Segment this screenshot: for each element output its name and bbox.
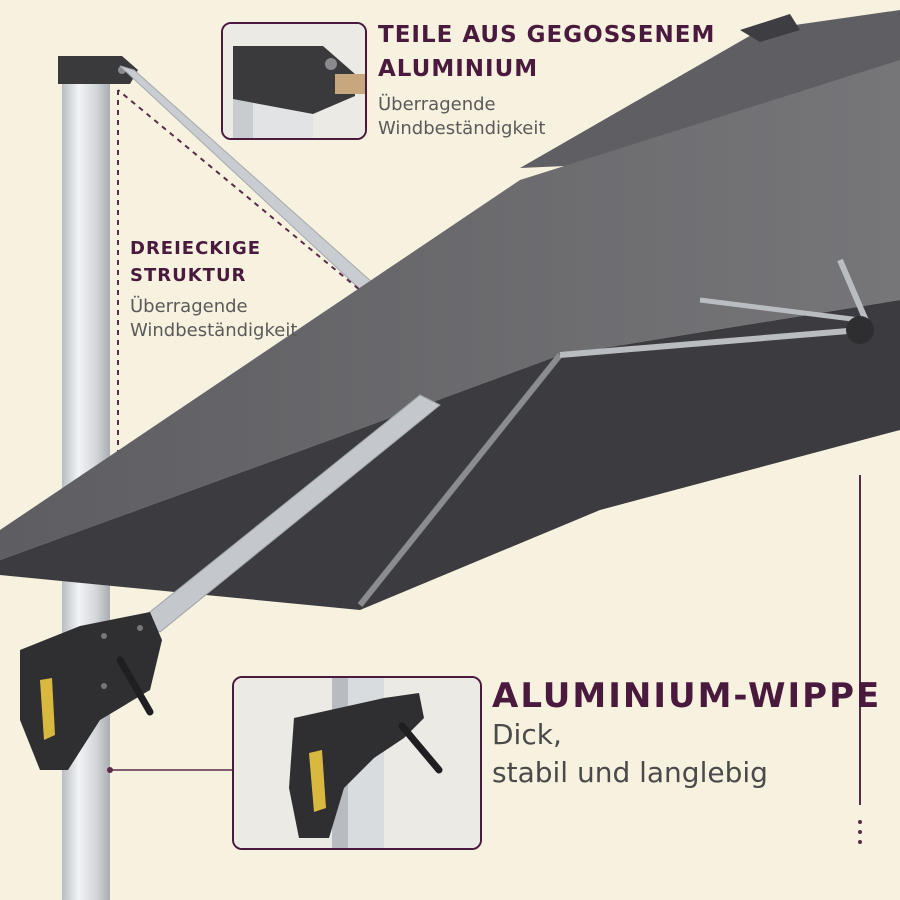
bottom-callout-sub-2: stabil und langlebig [492,756,768,789]
bottom-callout-image [232,676,482,850]
tilt-handle [20,612,162,770]
middle-callout-title-2: STRUKTUR [130,265,247,286]
middle-callout-title-1: DREIECKIGE [130,238,262,259]
canopy-main [0,60,900,560]
top-callout-title-2: ALUMINIUM [378,56,539,82]
canopy-underside [0,300,900,610]
top-callout-title-1: TEILE AUS GEGOSSENEM [378,22,716,48]
top-callout-image [221,22,367,140]
middle-callout-sub-1: Überragende [130,296,248,317]
top-callout-sub-2: Windbeständigkeit [378,118,546,139]
top-callout-sub-1: Überragende [378,94,496,115]
pole-top-cap [58,56,138,84]
bottom-callout-sub-1: Dick, [492,718,562,751]
bottom-callout-title: ALUMINIUM-WIPPE [492,676,882,716]
middle-callout-sub-2: Windbeständigkeit [130,320,298,341]
